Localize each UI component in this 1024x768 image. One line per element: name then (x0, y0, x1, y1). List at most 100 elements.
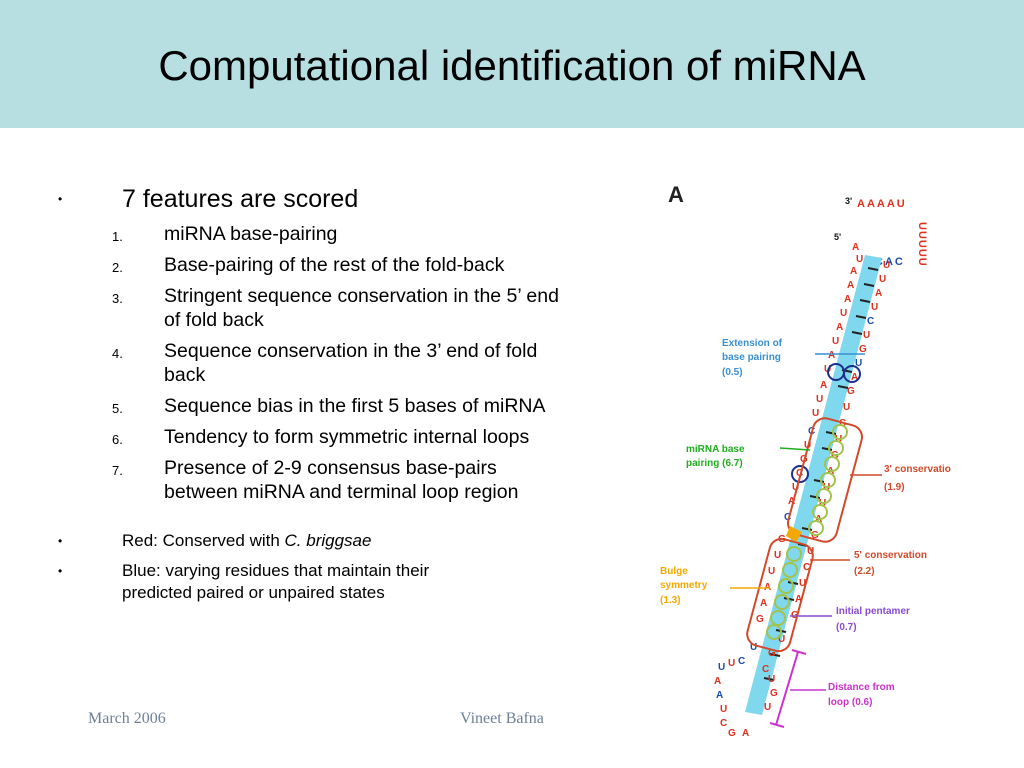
extension-label-3: (0.5) (722, 367, 743, 378)
svg-text:A: A (788, 496, 795, 507)
footer-date: March 2006 (88, 710, 166, 727)
svg-text:U: U (720, 704, 727, 715)
mirna-label-2: pairing (6.7) (686, 458, 743, 469)
feature-number: 1. (112, 229, 123, 244)
feature-text: Presence of 2-9 consensus base-pairs bet… (164, 457, 519, 503)
svg-text:U: U (750, 642, 757, 653)
svg-text:A: A (852, 242, 859, 253)
three-cons-label-2: (1.9) (884, 482, 905, 493)
feature-number: 2. (112, 260, 123, 275)
five-cons-label-1: 5' conservation (854, 550, 927, 561)
conserved-residue-circles (766, 424, 848, 640)
three-cons-label-1: 3' conservatio (884, 464, 951, 475)
svg-text:U: U (728, 658, 735, 669)
distance-label-2: loop (0.6) (828, 697, 872, 708)
svg-text:U: U (871, 302, 878, 313)
svg-text:A: A (820, 380, 827, 391)
svg-text:A: A (847, 280, 854, 291)
five-cons-label-2: (2.2) (854, 566, 875, 577)
svg-text:A: A (714, 676, 721, 687)
svg-text:U: U (774, 550, 781, 561)
annotation-labels: Extension of base pairing (0.5) miRNA ba… (660, 338, 951, 708)
pentamer-label-2: (0.7) (836, 622, 857, 633)
feature-number: 3. (112, 291, 123, 306)
species-name: C. briggsae (284, 531, 372, 550)
svg-text:C: C (867, 316, 874, 327)
stem-band (745, 255, 882, 715)
bullet-dot: • (58, 564, 63, 578)
svg-text:U: U (718, 662, 725, 673)
svg-text:U: U (840, 308, 847, 319)
varying-circle (843, 365, 861, 383)
svg-text:U: U (807, 546, 814, 557)
svg-text:A: A (851, 372, 858, 383)
feature-item: 5.Sequence bias in the first 5 bases of … (112, 394, 574, 418)
svg-text:A: A (828, 350, 835, 361)
svg-text:C: C (720, 718, 727, 729)
feature-item: 2.Base-pairing of the rest of the fold-b… (112, 253, 574, 277)
footer-author: Vineet Bafna (460, 710, 544, 727)
bulge-label-2: symmetry (660, 580, 708, 591)
feature-item: 4. Sequence conservation in the 3’ end of… (112, 339, 574, 387)
svg-text:G: G (770, 688, 778, 699)
svg-text:U: U (768, 566, 775, 577)
pentamer-label-1: Initial pentamer (836, 606, 910, 617)
svg-text:U: U (799, 578, 806, 589)
svg-text:U: U (812, 408, 819, 419)
feature-text: Sequence bias in the first 5 bases of mi… (164, 395, 546, 417)
feature-text: Stringent sequence conservation in the 5… (164, 285, 559, 331)
svg-text:A: A (760, 598, 767, 609)
main-bullet-text: 7 features are scored (122, 185, 359, 213)
bulge-marker (786, 526, 802, 542)
loop-bottom-bases: CAC (875, 256, 905, 268)
feature-text: miRNA base-pairing (164, 223, 338, 245)
distance-bracket (775, 651, 799, 726)
varying-circle (791, 465, 809, 483)
svg-text:G: G (768, 648, 776, 659)
panel-label: A (668, 182, 684, 207)
bullet-dot: • (58, 192, 63, 206)
feature-text: Tendency to form symmetric internal loop… (164, 426, 530, 448)
feature-item: 6.Tendency to form symmetric internal lo… (112, 425, 574, 449)
feature-item: 3. Stringent sequence conservation in the… (112, 284, 574, 332)
svg-text:A: A (716, 690, 723, 701)
feature-item: 7. Presence of 2-9 consensus base-pairs b… (112, 456, 574, 504)
feature-number: 4. (112, 346, 123, 361)
svg-text:U: U (816, 394, 823, 405)
five-prime-conservation-box (746, 537, 814, 653)
red-note: • Red: Conserved with C. briggsae (58, 530, 578, 552)
svg-text:A: A (875, 288, 882, 299)
blue-note-text: Blue: varying residues that maintain the… (122, 561, 430, 602)
svg-text:C: C (784, 512, 791, 523)
red-note-text: Red: Conserved with (122, 531, 285, 550)
left-strand-bases: A U A A A U A U A U A U U C U G C U A C … (714, 242, 863, 739)
extension-label-2: base pairing (722, 352, 781, 363)
main-bullet: • 7 features are scored (58, 182, 578, 216)
mirna-structure-figure: A 3' AAAAU UUUUU 5' CAC A U A A A U A (660, 182, 951, 739)
svg-text:U: U (768, 674, 775, 685)
feature-number: 7. (112, 463, 123, 478)
end-5-label: 5' (834, 232, 841, 242)
svg-text:G: G (847, 386, 855, 397)
svg-text:G: G (859, 344, 867, 355)
svg-text:C: C (738, 656, 745, 667)
end-3-label: 3' (845, 196, 852, 206)
blue-note: • Blue: varying residues that maintain t… (58, 560, 498, 604)
svg-text:U: U (764, 702, 771, 713)
svg-text:U: U (856, 254, 863, 265)
svg-text:U: U (855, 358, 862, 369)
svg-text:C: C (796, 468, 803, 479)
feature-text: Sequence conservation in the 3’ end of f… (164, 340, 538, 386)
slide-title: Computational identification of miRNA (158, 42, 866, 89)
svg-text:U: U (863, 330, 870, 341)
varying-residue-circles (791, 363, 861, 483)
svg-text:U: U (792, 482, 799, 493)
svg-text:G: G (756, 614, 764, 625)
svg-text:A: A (836, 322, 843, 333)
svg-text:G: G (728, 728, 736, 739)
svg-text:U: U (879, 274, 886, 285)
loop-right-bases: UUUUU (916, 222, 928, 267)
feature-item: 1. miRNA base-pairing (112, 222, 574, 246)
mirna-label-1: miRNA base (686, 444, 745, 455)
slide-content: • 7 features are scored 1. miRNA base-pai… (58, 182, 578, 604)
